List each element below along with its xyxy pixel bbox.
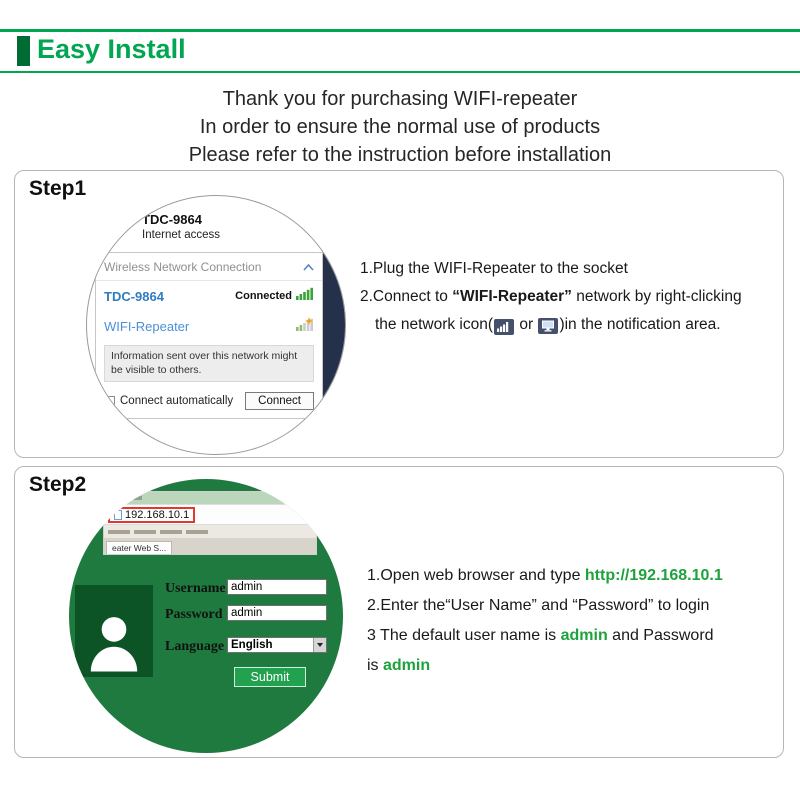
instruction-bold-text: “WIFI-Repeater” bbox=[452, 288, 572, 305]
step2-panel: Step2 192.168.10.1 bbox=[14, 466, 784, 758]
instruction-text: is bbox=[367, 657, 383, 674]
password-input[interactable]: admin bbox=[227, 605, 327, 621]
chevron-up-icon[interactable] bbox=[303, 260, 314, 274]
person-icon bbox=[85, 610, 143, 677]
language-value: English bbox=[231, 639, 273, 651]
admin-password-highlight: admin bbox=[383, 657, 431, 674]
connect-automatically-checkbox[interactable] bbox=[104, 395, 115, 407]
wireless-network-popup: Wireless Network Connection TDC-9864 Con… bbox=[95, 252, 323, 420]
username-input[interactable]: admin bbox=[227, 579, 327, 595]
step2-instructions: 1.Open web browser and type http://192.1… bbox=[367, 561, 799, 681]
browser-chrome: 192.168.10.1 eater Web S... bbox=[103, 491, 317, 555]
step1-label: Step1 bbox=[29, 177, 87, 200]
menu-text-block bbox=[108, 529, 130, 534]
network-row-repeater[interactable]: WIFI-Repeater bbox=[96, 311, 322, 342]
chevron-down-icon bbox=[317, 643, 323, 647]
dropdown-arrow-box[interactable] bbox=[313, 638, 326, 652]
intro-line-2: In order to ensure the normal use of pro… bbox=[199, 116, 601, 138]
username-label: Username bbox=[165, 581, 226, 596]
titlebar-text-block bbox=[108, 496, 142, 500]
browser-titlebar bbox=[104, 492, 316, 504]
connect-automatically-option: Connect automatically bbox=[104, 395, 233, 407]
tray-ethernet-monitor-icon bbox=[538, 318, 559, 334]
instruction-text: 3 The default user name is bbox=[367, 627, 561, 644]
instruction-text: the network icon( bbox=[375, 316, 494, 333]
browser-tab-row: eater Web S... bbox=[104, 538, 316, 554]
popup-header: Wireless Network Connection bbox=[96, 253, 322, 281]
step2-screenshot-circle: 192.168.10.1 eater Web S... bbox=[69, 479, 343, 753]
user-avatar-panel bbox=[75, 585, 153, 677]
menu-text-block bbox=[160, 529, 182, 534]
page-title: Easy Install bbox=[37, 34, 186, 64]
intro-line-1: Thank you for purchasing WIFI-repeater bbox=[222, 88, 578, 110]
title-accent-block bbox=[17, 36, 30, 66]
admin-username-highlight: admin bbox=[560, 627, 608, 644]
step2-label: Step2 bbox=[29, 473, 87, 496]
menu-text-block bbox=[134, 529, 156, 534]
step2-instruction-3: 3 The default user name is admin and Pas… bbox=[367, 621, 799, 651]
step1-instructions: 1.Plug the WIFI-Repeater to the socket 2… bbox=[360, 255, 790, 339]
network-status: Connected bbox=[235, 290, 292, 302]
step2-instruction-1: 1.Open web browser and type http://192.1… bbox=[367, 561, 799, 591]
signal-bars-icon bbox=[296, 287, 314, 305]
password-label: Password bbox=[165, 607, 223, 622]
hotspot-texts: TDC-9864 Internet access bbox=[142, 212, 220, 241]
instruction-text: 1.Open web browser and type bbox=[367, 567, 585, 584]
page-icon bbox=[114, 509, 122, 520]
submit-button[interactable]: Submit bbox=[234, 667, 306, 687]
hotspot-ssid: TDC-9864 bbox=[142, 212, 202, 227]
network-row-connected[interactable]: TDC-9864 Connected bbox=[96, 281, 322, 311]
step1-instruction-1: 1.Plug the WIFI-Repeater to the socket bbox=[360, 260, 628, 277]
instruction-text: and Password bbox=[607, 627, 714, 644]
step1-panel: Step1 TDC-9864 Internet access bbox=[14, 170, 784, 458]
address-url: 192.168.10.1 bbox=[125, 508, 190, 521]
tray-signal-bars-icon bbox=[494, 318, 515, 335]
browser-menu-row bbox=[104, 525, 316, 538]
instruction-text: )in the notification area. bbox=[559, 316, 721, 333]
language-label: Language bbox=[165, 639, 225, 654]
network-name: TDC-9864 bbox=[104, 288, 164, 304]
step1-instruction-2: 2.Connect to “WIFI-Repeater” network by … bbox=[360, 283, 790, 311]
step2-instruction-2: 2.Enter the“User Name” and “Password” to… bbox=[367, 597, 710, 614]
connect-button[interactable]: Connect bbox=[245, 392, 314, 411]
network-warning-text: Information sent over this network might… bbox=[104, 345, 314, 383]
language-select[interactable]: English bbox=[227, 637, 327, 653]
header-bottom-rule bbox=[0, 71, 800, 73]
header-top-rule bbox=[0, 29, 800, 32]
popup-title: Wireless Network Connection bbox=[104, 260, 262, 274]
popup-footer: Connect automatically Connect bbox=[96, 386, 322, 418]
menu-text-block bbox=[186, 529, 208, 534]
hotspot-subtitle: Internet access bbox=[142, 229, 220, 241]
instruction-text: or bbox=[515, 316, 538, 333]
signal-new-network-icon bbox=[296, 317, 314, 336]
browser-address-row: 192.168.10.1 bbox=[104, 504, 316, 525]
router-url-link[interactable]: http://192.168.10.1 bbox=[584, 567, 723, 584]
step1-screenshot-circle: TDC-9864 Internet access Wireless Networ… bbox=[86, 195, 346, 455]
browser-tab[interactable]: eater Web S... bbox=[106, 541, 173, 554]
network-name: WIFI-Repeater bbox=[104, 319, 190, 334]
instruction-text: 2.Connect to bbox=[360, 288, 453, 305]
address-bar-highlight[interactable]: 192.168.10.1 bbox=[108, 506, 196, 523]
intro-text: Thank you for purchasing WIFI-repeater I… bbox=[0, 85, 800, 169]
step1-instruction-3: the network icon( or )in the notificatio… bbox=[375, 311, 790, 339]
step2-instruction-4: is admin bbox=[367, 651, 799, 681]
desktop-background-edge bbox=[323, 252, 345, 410]
hotspot-summary: TDC-9864 Internet access bbox=[121, 212, 220, 241]
wifi-icon bbox=[121, 212, 137, 231]
instruction-text: network by right-clicking bbox=[571, 288, 742, 305]
connect-automatically-label: Connect automatically bbox=[120, 395, 234, 408]
intro-line-3: Please refer to the instruction before i… bbox=[188, 144, 612, 166]
